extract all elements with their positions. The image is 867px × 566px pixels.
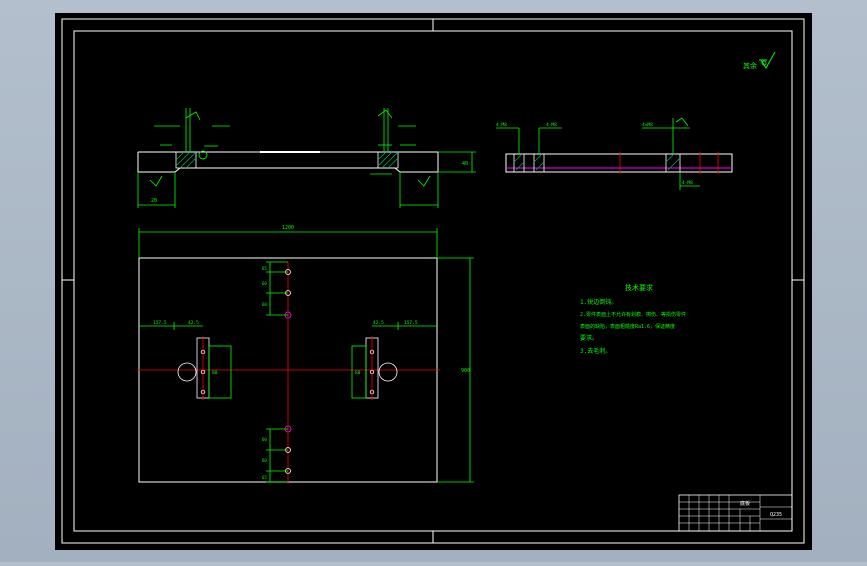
left-slot-feature xyxy=(139,322,232,400)
right-slot-size: 80 xyxy=(355,370,361,376)
plan-view[interactable]: 1200 900 65 60 60 60 60 65 xyxy=(137,225,474,484)
roughness-note: 其余 xyxy=(743,61,757,70)
right-offset-b: 157.5 xyxy=(404,320,418,326)
lower-spacing-3: 65 xyxy=(262,475,267,480)
roughness-symbol: 其余 xyxy=(743,51,776,70)
tech-line-5: 3.去毛刺。 xyxy=(580,347,611,355)
plan-width-label: 1200 xyxy=(282,225,294,231)
title-block[interactable]: 底板 Q235 xyxy=(678,494,793,532)
section-leaders xyxy=(137,108,476,208)
title-material: Q235 xyxy=(770,512,782,518)
section-thickness-label: 40 xyxy=(462,161,468,167)
lower-spacing-1: 60 xyxy=(262,437,267,442)
left-offset-b: 42.5 xyxy=(188,320,199,326)
left-slot-size: 80 xyxy=(212,370,218,376)
section-depth-label: 20 xyxy=(151,198,157,204)
upper-spacing-3: 60 xyxy=(262,302,267,307)
centering-marks xyxy=(62,19,804,543)
drawing-sheet xyxy=(55,13,812,550)
front-section-view[interactable]: 40 20 xyxy=(137,108,476,208)
right-slot-feature xyxy=(351,322,437,400)
tech-line-3: 表面的缺陷，表面粗糙度Ra1.6，保证精度 xyxy=(580,323,675,330)
side-outline xyxy=(505,153,733,173)
title-part-name: 底板 xyxy=(740,500,750,507)
left-offset-a: 157.5 xyxy=(153,320,167,326)
section-bolt-circle xyxy=(198,150,208,160)
plan-height-label: 900 xyxy=(461,368,470,374)
side-thread: 4×M8 xyxy=(642,122,653,128)
tech-title: 技术要求 xyxy=(625,283,653,292)
tech-line-2: 2.零件表面上不允许有划痕、擦伤、等损伤零件 xyxy=(580,311,686,318)
side-hole-left xyxy=(513,153,545,173)
tech-line-4: 要求。 xyxy=(580,334,598,342)
side-leaders xyxy=(496,117,700,190)
side-view[interactable]: 4-M8 4-M8 4×M8 4-M8 xyxy=(496,117,733,190)
lower-spacing-2: 60 xyxy=(262,458,267,463)
plan-upper-spacing xyxy=(266,261,288,316)
side-depth: 4-M8 xyxy=(682,180,693,186)
tech-line-1: 1.锐边倒钝。 xyxy=(580,298,617,306)
plan-lower-spacing xyxy=(266,428,288,483)
side-dim-a: 4-M8 xyxy=(496,122,507,128)
plan-overall-dims xyxy=(138,228,474,483)
technical-requirements: 技术要求 1.锐边倒钝。 2.零件表面上不允许有划痕、擦伤、等损伤零件 表面的缺… xyxy=(580,283,686,355)
side-centerlines xyxy=(619,152,719,174)
section-hatch-left xyxy=(175,151,197,169)
right-offset-a: 42.5 xyxy=(373,320,384,326)
upper-spacing-2: 60 xyxy=(262,281,267,286)
side-dim-b: 4-M8 xyxy=(546,122,557,128)
upper-spacing-1: 65 xyxy=(262,266,267,271)
